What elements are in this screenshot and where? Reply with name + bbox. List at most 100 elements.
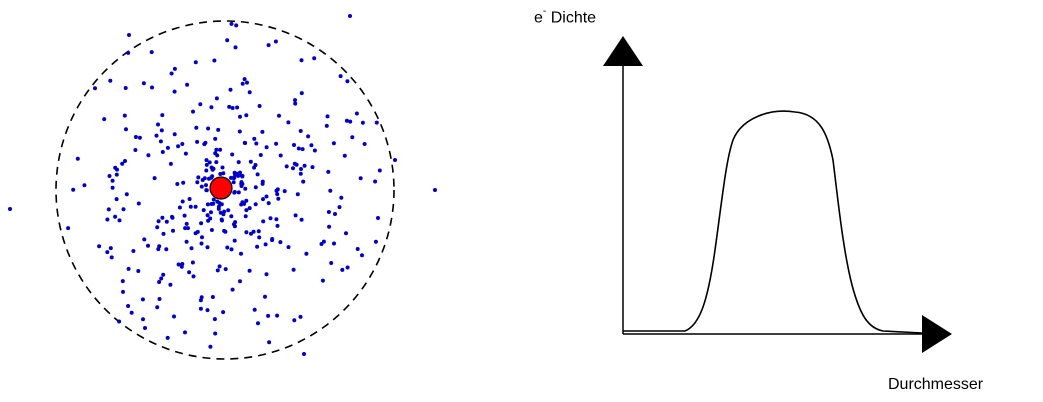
electron-dot <box>304 251 309 256</box>
electron-dot <box>292 161 297 166</box>
electron-dot <box>233 220 238 225</box>
electron-dot <box>275 192 280 197</box>
electron-dot <box>205 213 210 218</box>
electron-dot <box>180 142 185 146</box>
electron-dot <box>117 319 122 324</box>
electron-dot <box>360 253 364 258</box>
electron-dot <box>242 77 247 82</box>
electron-dot <box>225 245 230 250</box>
electron-dot <box>141 317 145 322</box>
electron-dot <box>187 197 192 201</box>
electron-dot <box>146 243 150 248</box>
electron-dot <box>164 219 169 224</box>
electron-dot <box>340 267 345 272</box>
electron-dot <box>183 151 188 156</box>
electron-dot <box>213 136 218 141</box>
x-axis-label: Durchmesser <box>888 376 984 393</box>
electron-dot <box>136 201 141 206</box>
electron-dot <box>293 101 298 106</box>
electron-dot <box>249 231 253 236</box>
electron-dot <box>362 142 367 146</box>
electron-dot <box>225 38 230 43</box>
electron-dot <box>355 247 360 251</box>
electron-dot <box>190 260 195 265</box>
electron-dot <box>107 174 112 178</box>
y-axis-label-text: Dichte <box>550 9 597 27</box>
electron-dot <box>191 109 195 114</box>
electron-dot <box>179 264 184 269</box>
electron-dot <box>186 226 190 231</box>
electron-dot <box>181 180 186 185</box>
electron-dot <box>264 194 269 199</box>
electron-dot <box>222 228 227 233</box>
electron-dot <box>300 147 305 152</box>
electron-dot <box>239 251 243 256</box>
electron-dot <box>160 150 165 154</box>
electron-dot <box>218 172 223 176</box>
electron-dot <box>274 217 279 222</box>
electron-dot <box>286 120 291 125</box>
electron-dot <box>254 141 259 146</box>
electron-dot <box>228 87 233 92</box>
electron-dot <box>170 214 174 219</box>
electron-dot <box>211 197 216 202</box>
electron-dot <box>133 135 138 139</box>
electron-dot <box>209 228 214 232</box>
electron-dot <box>358 176 363 181</box>
electron-dot <box>156 247 161 252</box>
electron-dot <box>345 79 350 84</box>
electron-dot <box>374 120 379 125</box>
y-axis-arrowhead <box>603 36 643 66</box>
electron-dot <box>354 111 359 116</box>
electron-dot <box>198 102 203 107</box>
electron-dot <box>274 141 279 146</box>
electron-dot <box>258 153 263 157</box>
electron-dot <box>71 187 76 192</box>
electron-dot <box>120 161 125 166</box>
electron-dot <box>255 172 260 177</box>
electron-dot <box>252 307 257 312</box>
electron-dot <box>377 168 382 173</box>
electron-dot <box>306 134 311 139</box>
electron-dot <box>126 304 131 308</box>
y-axis-label: e- Dichte <box>534 6 597 27</box>
electron-dot <box>114 172 119 177</box>
y-axis-label-symbol: e <box>534 9 543 27</box>
electron-dot <box>66 226 71 231</box>
electron-dot <box>345 265 350 270</box>
electron-dot <box>168 282 173 287</box>
electron-dot <box>264 272 269 277</box>
electron-dot <box>236 190 241 195</box>
electron-dot <box>266 43 271 48</box>
electron-dot <box>204 162 209 167</box>
electron-dot <box>214 96 219 101</box>
electron-dot <box>140 297 145 302</box>
electron-dot <box>205 308 210 313</box>
electron-dot <box>207 176 211 181</box>
electron-dot <box>243 141 248 145</box>
electron-dot <box>218 147 223 152</box>
electron-dot <box>198 298 203 303</box>
electron-dot <box>184 239 189 244</box>
electron-dot <box>176 144 181 149</box>
electron-dot <box>172 314 176 319</box>
electron-dot <box>291 267 296 272</box>
electron-dot <box>276 196 281 201</box>
electron-dot <box>159 128 164 133</box>
electron-dot <box>157 280 162 284</box>
electron-dot <box>191 274 196 279</box>
electron-dot <box>108 78 113 83</box>
electron-dot <box>233 172 237 177</box>
electron-dot <box>238 114 242 119</box>
electron-dot <box>218 210 223 215</box>
electron-dot <box>275 223 280 228</box>
electron-dot <box>165 145 170 150</box>
electron-dot <box>193 204 198 209</box>
electron-dot <box>244 113 249 118</box>
electron-dot <box>331 141 336 146</box>
electron-dot <box>220 218 224 223</box>
electron-dot <box>260 181 265 186</box>
electron-dot <box>344 118 349 123</box>
electron-dot <box>260 129 265 134</box>
electron-dot <box>301 179 306 184</box>
